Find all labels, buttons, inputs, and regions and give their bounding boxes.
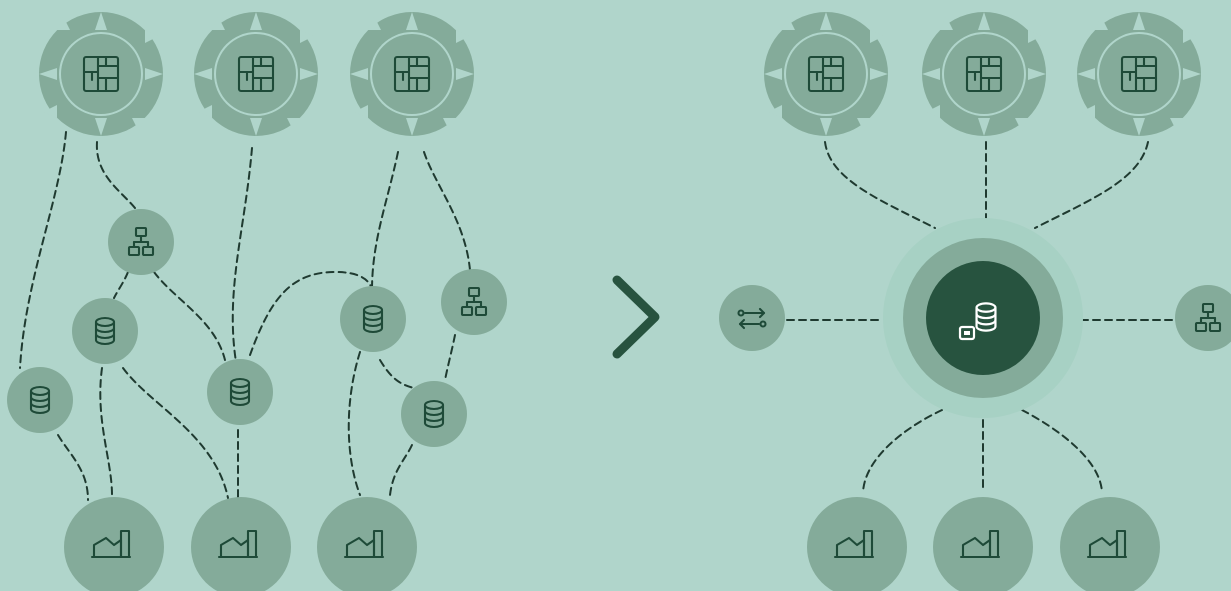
left-hierarchy-node-1 (108, 209, 174, 275)
right-hierarchy-node (1175, 285, 1231, 351)
left-database-node-3 (207, 359, 273, 425)
left-connectors (19, 131, 471, 501)
right-cycle-node-1 (764, 12, 888, 136)
left-cycle-node-3 (350, 12, 474, 136)
central-hub (883, 218, 1083, 418)
right-panel (719, 12, 1231, 591)
left-database-node-2 (7, 367, 73, 433)
right-connectors (786, 141, 1176, 493)
left-database-node-1 (72, 298, 138, 364)
right-factory-node-3 (1060, 497, 1160, 591)
right-cycle-node-3 (1077, 12, 1201, 136)
right-factory-node-2 (933, 497, 1033, 591)
left-panel (7, 12, 507, 591)
database-hub-icon (958, 302, 997, 341)
left-database-node-4 (340, 286, 406, 352)
left-factory-node-2 (191, 497, 291, 591)
left-factory-node-1 (64, 497, 164, 591)
left-hierarchy-node-2 (441, 269, 507, 335)
right-transfer-node (719, 285, 785, 351)
right-factory-node-1 (807, 497, 907, 591)
left-cycle-node-1 (39, 12, 163, 136)
left-cycle-node-2 (194, 12, 318, 136)
chevron-right-icon (612, 275, 660, 359)
left-factory-node-3 (317, 497, 417, 591)
left-database-node-5 (401, 381, 467, 447)
right-cycle-node-2 (922, 12, 1046, 136)
